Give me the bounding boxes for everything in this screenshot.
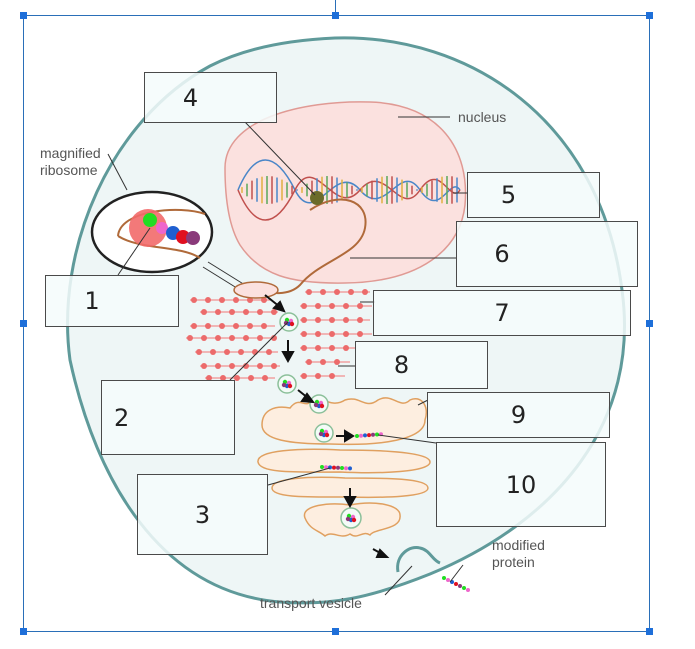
resize-handle-middle-left[interactable] <box>20 320 27 327</box>
modified-protein-label-line2: protein <box>492 554 535 570</box>
answer-box-number: 9 <box>510 401 527 429</box>
rough-er <box>186 289 372 381</box>
answer-box-7[interactable]: 7 <box>373 290 631 336</box>
transport-vesicle-label: transport vesicle <box>260 595 362 611</box>
modified-protein-label: modified protein <box>492 537 545 571</box>
answer-box-number: 7 <box>494 299 510 327</box>
answer-box-1[interactable]: 1 <box>45 275 179 327</box>
answer-box-number: 10 <box>505 470 537 499</box>
nucleus <box>224 101 467 284</box>
answer-box-6[interactable]: 6 <box>456 221 638 287</box>
resize-handle-top-right[interactable] <box>646 12 653 19</box>
answer-box-10[interactable]: 10 <box>436 442 606 527</box>
resize-handle-bottom-center[interactable] <box>332 628 339 635</box>
magnified-ribosome-label-line2: ribosome <box>40 162 98 178</box>
answer-box-number: 4 <box>182 83 199 112</box>
selection-frame-top-extension <box>335 0 336 15</box>
answer-box-9[interactable]: 9 <box>427 392 610 438</box>
answer-box-number: 6 <box>494 240 510 268</box>
answer-box-number: 5 <box>500 181 517 209</box>
resize-handle-bottom-left[interactable] <box>20 628 27 635</box>
answer-box-5[interactable]: 5 <box>467 172 600 218</box>
modified-protein-label-line1: modified <box>492 537 545 553</box>
nucleus-label: nucleus <box>458 109 507 125</box>
resize-handle-middle-right[interactable] <box>646 320 653 327</box>
answer-box-number: 8 <box>393 351 410 379</box>
resize-handle-top-left[interactable] <box>20 12 27 19</box>
answer-box-4[interactable]: 4 <box>144 72 277 123</box>
flow-arrows <box>264 294 390 558</box>
answer-box-number: 2 <box>114 403 130 432</box>
answer-box-number: 1 <box>84 287 100 315</box>
magnified-ribosome-label: magnified ribosome <box>40 145 101 179</box>
rna-polymerase <box>310 191 324 205</box>
magnified-ribosome-label-line1: magnified <box>40 145 101 161</box>
answer-box-number: 3 <box>194 500 211 529</box>
resize-handle-bottom-right[interactable] <box>646 628 653 635</box>
answer-box-2[interactable]: 2 <box>101 380 235 455</box>
resize-handle-top-center[interactable] <box>332 12 339 19</box>
dna-helix <box>237 159 461 221</box>
answer-box-8[interactable]: 8 <box>355 341 488 389</box>
answer-box-3[interactable]: 3 <box>137 474 268 555</box>
